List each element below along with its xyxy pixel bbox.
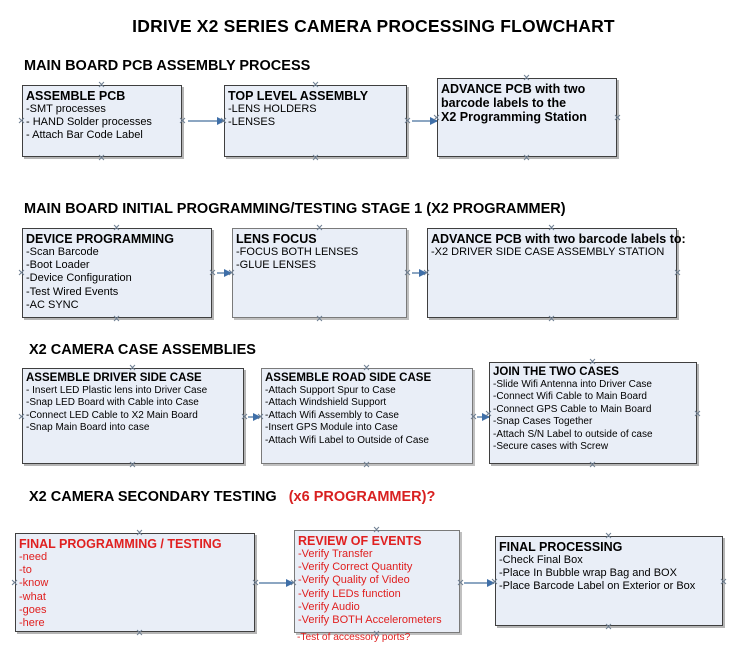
arrow-road-case-to-join-cases <box>477 412 490 421</box>
box-line: -Snap Cases Together <box>493 416 593 428</box>
section-heading-text: X2 CAMERA CASE ASSEMBLIES <box>29 342 256 358</box>
box-title: ASSEMBLE ROAD SIDE CASE <box>265 372 432 384</box>
box-line: -Attach Support Spur to Case <box>265 385 396 396</box>
section-heading-text: X2 CAMERA SECONDARY TESTING <box>29 489 277 505</box>
box-line: - HAND Solder processes <box>26 116 152 129</box>
box-line: barcode labels to the <box>441 96 567 110</box>
box-line: -AC SYNC <box>26 298 79 311</box>
box-advance-pcb-programming-station[interactable]: ADVANCE PCB with two barcode labels to t… <box>437 78 617 157</box>
page-title: IDRIVE X2 SERIES CAMERA PROCESSING FLOWC… <box>132 16 615 36</box>
box-line: -Device Configuration <box>26 272 132 285</box>
box-title: ASSEMBLE PCB <box>26 89 126 103</box>
box-line: -Verify Audio <box>298 600 360 613</box>
box-line: -to <box>19 564 32 577</box>
box-line: -SMT processes <box>26 103 106 115</box>
box-line: - Insert LED Plastic lens into Driver Ca… <box>26 385 208 396</box>
box-title: TOP LEVEL ASSEMBLY <box>228 89 369 103</box>
box-advance-pcb-driver-side-station[interactable]: ADVANCE PCB with two barcode labels to: … <box>427 228 686 318</box>
box-line: X2 Programming Station <box>441 110 587 124</box>
box-line: -Verify BOTH Accelerometers <box>298 614 442 627</box>
box-line: -Place In Bubble wrap Bag and BOX <box>499 567 677 580</box>
box-line: -Verify Quality of Video <box>298 574 410 587</box>
box-title: JOIN THE TWO CASES <box>493 366 619 378</box>
arrow-review-events-to-final-processing <box>464 578 495 587</box>
section-heading-accent: (x6 PROGRAMMER)? <box>288 489 436 505</box>
box-line-overflow: -Test of accessory ports? <box>297 632 411 643</box>
section-heading-text: MAIN BOARD PCB ASSEMBLY PROCESS <box>24 58 311 74</box>
box-line: -Verify Transfer <box>298 548 373 560</box>
box-final-programming-testing[interactable]: FINAL PROGRAMMING / TESTING -need -to -k… <box>15 533 255 632</box>
box-assemble-road-side-case[interactable]: ASSEMBLE ROAD SIDE CASE -Attach Support … <box>261 368 473 464</box>
box-title: FINAL PROCESSING <box>499 540 623 554</box>
section-heading-x2-camera-case-assemblies: X2 CAMERA CASE ASSEMBLIES <box>29 342 256 358</box>
box-line: -know <box>19 577 49 590</box>
box-review-of-events[interactable]: REVIEW OF EVENTS -Verify Transfer -Verif… <box>294 530 460 633</box>
box-line: -need <box>19 551 48 563</box>
box-title: FINAL PROGRAMMING / TESTING <box>19 537 222 551</box>
box-line: -here <box>19 617 45 630</box>
box-top-level-assembly[interactable]: TOP LEVEL ASSEMBLY -LENS HOLDERS -LENSES <box>224 85 407 157</box>
box-assemble-pcb[interactable]: ASSEMBLE PCB -SMT processes - HAND Solde… <box>22 85 182 157</box>
arrow-assemble-pcb-to-top-level <box>188 116 225 125</box>
box-title: ADVANCE PCB with two barcode labels to: <box>431 232 686 246</box>
box-line: -Scan Barcode <box>26 246 99 258</box>
box-device-programming[interactable]: DEVICE PROGRAMMING -Scan Barcode -Boot L… <box>22 228 212 318</box>
box-line: -Attach Wifi Label to Outside of Case <box>265 434 429 446</box>
box-line: -goes <box>19 603 47 616</box>
box-line: -Verify Correct Quantity <box>298 561 413 574</box>
box-line: -Connect GPS Cable to Main Board <box>493 403 652 415</box>
arrow-final-programming-to-review-events <box>259 578 294 587</box>
box-line: -X2 DRIVER SIDE CASE ASSEMBLY STATION <box>431 246 665 258</box>
box-line: -Verify LEDs function <box>298 587 401 600</box>
box-line: -Secure cases with Screw <box>493 441 609 453</box>
box-title: DEVICE PROGRAMMING <box>26 232 174 246</box>
section-heading-main-board-initial-programming: MAIN BOARD INITIAL PROGRAMMING/TESTING S… <box>24 201 566 217</box>
arrow-lens-focus-to-advance-pcb <box>412 268 427 277</box>
section-heading-x2-camera-secondary-testing: X2 CAMERA SECONDARY TESTING (x6 PROGRAMM… <box>29 489 435 505</box>
box-line: -Slide Wifi Antenna into Driver Case <box>493 379 652 390</box>
section-heading-main-board-pcb-assembly: MAIN BOARD PCB ASSEMBLY PROCESS <box>24 58 310 74</box>
arrow-device-programming-to-lens-focus <box>217 268 232 277</box>
box-line: -Connect Wifi Cable to Main Board <box>493 391 647 403</box>
box-final-processing[interactable]: FINAL PROCESSING -Check Final Box -Place… <box>495 536 723 626</box>
section-heading-text: MAIN BOARD INITIAL PROGRAMMING/TESTING S… <box>24 201 566 217</box>
box-line: -Snap LED Board with Cable into Case <box>26 397 199 409</box>
box-line: -Attach Wifi Assembly to Case <box>265 409 399 421</box>
box-line: -FOCUS BOTH LENSES <box>236 246 359 258</box>
box-line: -Attach S/N Label to outside of case <box>493 428 653 440</box>
box-lens-focus[interactable]: LENS FOCUS -FOCUS BOTH LENSES -GLUE LENS… <box>232 228 407 318</box>
box-line: -Connect LED Cable to X2 Main Board <box>26 409 198 421</box>
box-line: -Boot Loader <box>26 259 90 272</box>
arrow-top-level-to-advance-pcb <box>412 116 438 125</box>
box-assemble-driver-side-case[interactable]: ASSEMBLE DRIVER SIDE CASE - Insert LED P… <box>22 368 244 464</box>
box-title: LENS FOCUS <box>236 232 317 246</box>
box-line: -what <box>19 590 46 603</box>
box-line: -GLUE LENSES <box>236 259 317 272</box>
box-line: -Snap Main Board into case <box>26 422 150 434</box>
box-line: -Insert GPS Module into Case <box>265 422 398 434</box>
box-join-the-two-cases[interactable]: JOIN THE TWO CASES -Slide Wifi Antenna i… <box>489 362 697 464</box>
box-title: ADVANCE PCB with two <box>441 82 586 96</box>
box-line: -LENS HOLDERS <box>228 103 317 115</box>
box-line: -LENSES <box>228 116 276 129</box>
box-title: ASSEMBLE DRIVER SIDE CASE <box>26 372 202 384</box>
box-title: REVIEW OF EVENTS <box>298 534 422 548</box>
box-line: - Attach Bar Code Label <box>26 129 143 142</box>
box-line: -Test Wired Events <box>26 285 119 298</box>
box-line: -Check Final Box <box>499 554 583 566</box>
box-line: -Attach Windshield Support <box>265 397 387 409</box>
box-line: -Place Barcode Label on Exterior or Box <box>499 580 696 593</box>
arrow-driver-case-to-road-case <box>248 412 261 421</box>
